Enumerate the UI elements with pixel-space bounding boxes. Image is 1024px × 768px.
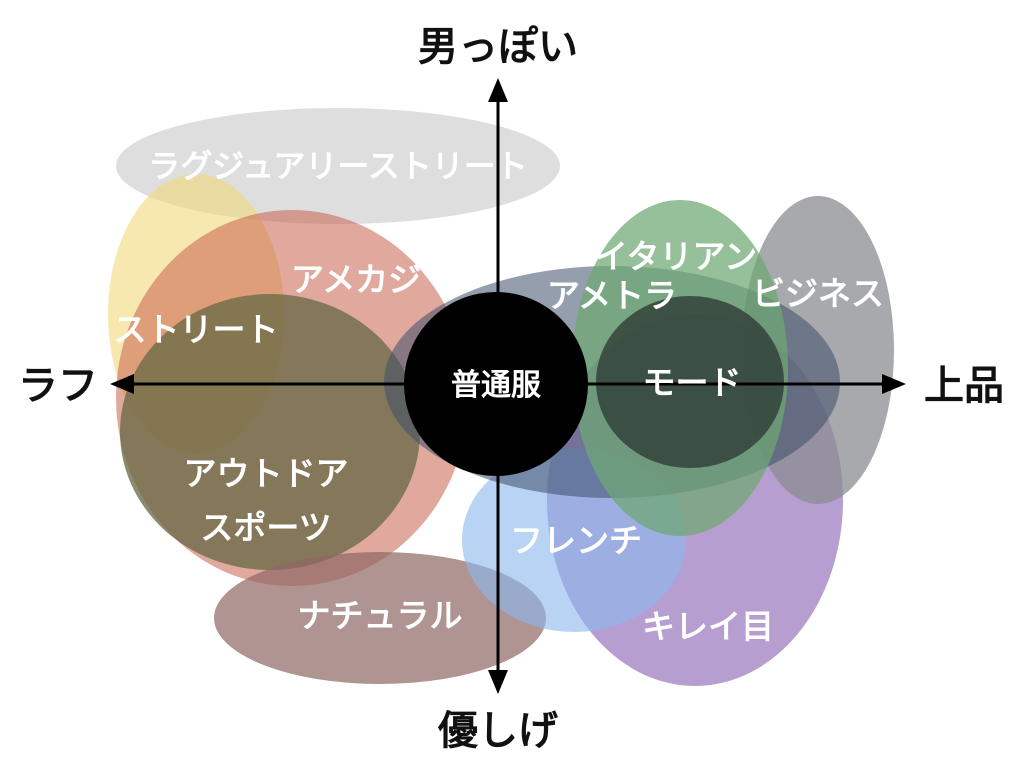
region-mode-label: モード — [643, 363, 742, 402]
region-kireime-label: キレイ目 — [642, 607, 774, 646]
center-circle — [404, 292, 588, 476]
axis-label-right: 上品 — [924, 363, 1004, 409]
region-ametora-label: アメトラ — [547, 276, 677, 315]
region-outdoor-sports-ellipse — [120, 294, 420, 570]
arrow-left-icon — [110, 374, 134, 394]
center-label: 普通服 — [451, 368, 542, 403]
region-business-label: ビジネス — [752, 274, 884, 313]
region-natural-label: ナチュラル — [298, 596, 463, 635]
region-outdoor-label: アウトドア — [184, 454, 349, 493]
region-street-label: ストリート — [114, 310, 279, 349]
region-mode-ellipse — [596, 296, 784, 468]
region-luxury-street-label: ラグジュアリーストリート — [148, 147, 528, 185]
arrow-right-icon — [882, 374, 906, 394]
region-italian-label: イタリアン — [595, 237, 757, 276]
axis-label-bottom: 優しげ — [437, 708, 558, 754]
region-natural-ellipse — [214, 552, 546, 684]
region-sports-label: スポーツ — [200, 508, 331, 547]
arrow-down-icon — [488, 670, 508, 694]
axis-label-top: 男っぽい — [418, 24, 578, 70]
region-amekaji-label: アメカジ — [291, 260, 421, 299]
region-french-label: フレンチ — [510, 521, 642, 560]
axis-label-left: ラフ — [18, 363, 98, 409]
arrow-up-icon — [488, 78, 508, 102]
